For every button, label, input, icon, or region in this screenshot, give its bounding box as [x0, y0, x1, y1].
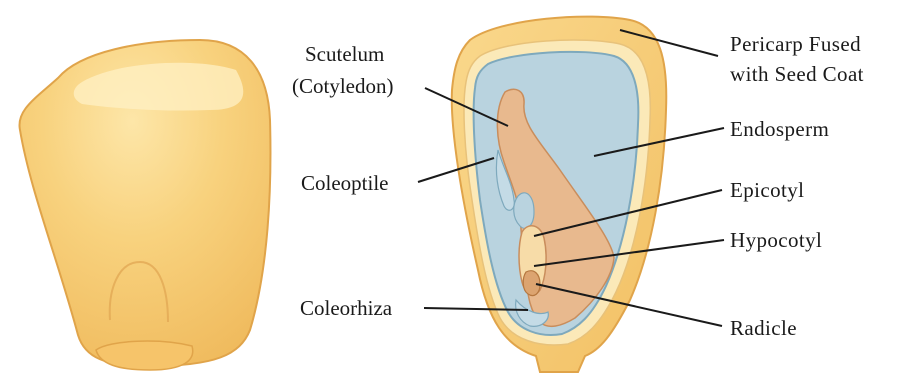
coleoptile-label: Coleoptile [301, 171, 389, 195]
seed-section [452, 17, 667, 372]
cotyledon-label: (Cotyledon) [292, 74, 393, 98]
epicotyl-label: Epicotyl [730, 178, 804, 202]
whole-kernel [19, 40, 270, 370]
coleorhiza-label: Coleorhiza [300, 296, 392, 320]
pericarp-label-line1: Pericarp Fused [730, 32, 861, 56]
hypocotyl-label: Hypocotyl [730, 228, 822, 252]
scutelum-label: Scutelum [305, 42, 384, 66]
radicle-label: Radicle [730, 316, 797, 340]
kernel-tip [96, 341, 193, 370]
pericarp-label-line2: with Seed Coat [730, 62, 864, 86]
radicle-shape [523, 271, 540, 296]
endosperm-label: Endosperm [730, 117, 829, 141]
